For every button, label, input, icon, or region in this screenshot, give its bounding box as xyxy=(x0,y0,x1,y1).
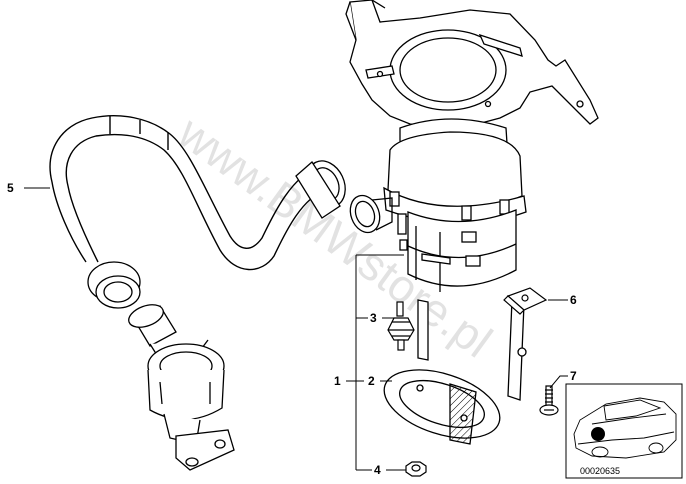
callout-7: 7 xyxy=(570,369,577,383)
location-inset: 00020635 xyxy=(565,383,683,479)
air-hose xyxy=(49,115,327,271)
leader-lines xyxy=(24,187,568,471)
hose-coupling-upper xyxy=(295,160,346,219)
reference-number: 00020635 xyxy=(580,466,620,476)
rubber-mount xyxy=(387,301,415,351)
air-pump xyxy=(349,118,527,292)
callout-6: 6 xyxy=(570,293,577,307)
mounting-bracket xyxy=(345,0,599,129)
nut xyxy=(405,461,427,477)
callout-3: 3 xyxy=(370,311,377,325)
check-valve xyxy=(128,304,235,471)
car-outline xyxy=(573,397,677,459)
screw xyxy=(539,385,559,416)
location-marker xyxy=(591,427,605,441)
callout-2: 2 xyxy=(368,374,375,388)
callout-4: 4 xyxy=(374,463,381,477)
callout-1: 1 xyxy=(334,374,341,388)
speed-nut xyxy=(503,287,548,315)
hose-coupling-lower xyxy=(87,261,141,309)
callout-5: 5 xyxy=(7,181,14,195)
pump-strap xyxy=(383,299,527,445)
